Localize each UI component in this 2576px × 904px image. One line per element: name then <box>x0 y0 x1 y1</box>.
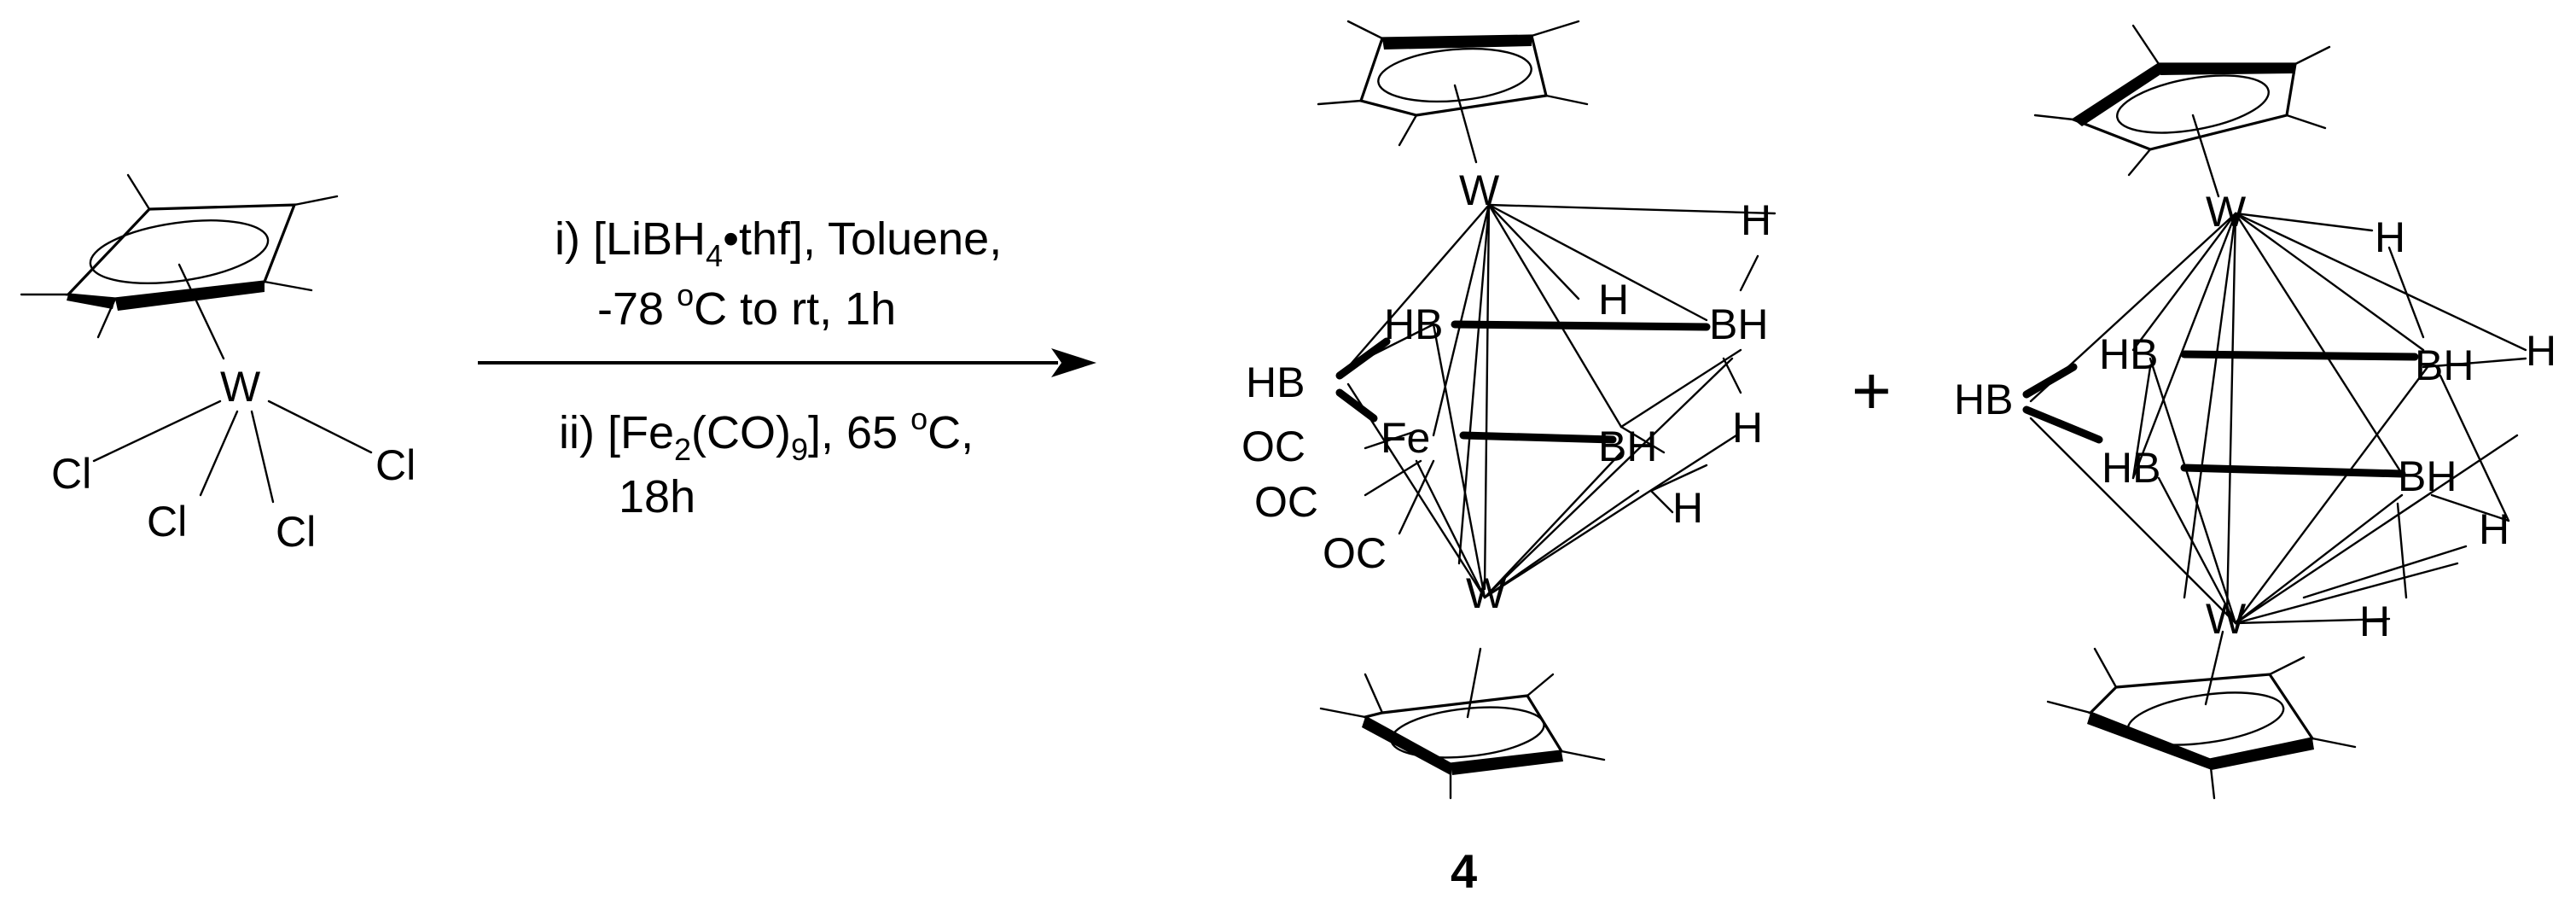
atom-hb: HB <box>1246 359 1305 406</box>
atom-hb: HB <box>2099 330 2158 378</box>
atom-cl: Cl <box>147 498 187 545</box>
atom-bh: BH <box>1598 423 1657 470</box>
product-4-bold-bonds <box>1335 320 1711 444</box>
condition-step-2-time: 18h <box>619 471 695 522</box>
product-2-cluster: W H HB BH H HB HB BH H W H <box>1954 24 2556 800</box>
atom-oc: OC <box>1323 529 1387 577</box>
atom-h: H <box>1732 404 1763 452</box>
atom-h: H <box>2375 213 2405 261</box>
atom-w: W <box>1466 569 1507 617</box>
atom-bh: BH <box>2415 341 2474 389</box>
atom-hb: HB <box>2102 444 2160 492</box>
product-2-cage-bonds <box>2029 212 2527 625</box>
atom-w: W <box>2206 188 2247 236</box>
condition-step-2: ii) [Fe2(CO)9], 65 oC, <box>559 401 974 467</box>
atom-hb: HB <box>1384 300 1443 348</box>
product-4-top-cp-ring <box>1317 20 1589 164</box>
atom-fe: Fe <box>1381 414 1430 462</box>
product-4-cage-bonds <box>1346 203 1776 599</box>
atom-h: H <box>2359 598 2390 645</box>
atom-h: H <box>1672 484 1703 532</box>
condition-step-1: i) [LiBH4•thf], Toluene, <box>555 213 1002 273</box>
atom-h: H <box>2479 505 2509 553</box>
atom-cl: Cl <box>51 450 91 498</box>
product-4-bottom-cp-ring <box>1319 647 1606 800</box>
reactant-cp-ring <box>20 173 339 360</box>
product-2-bold-bonds <box>2022 350 2419 478</box>
product-4-cluster: W H HB H BH HB OC Fe BH H OC H OC W 4 <box>1241 20 1776 898</box>
atom-h: H <box>2526 327 2556 375</box>
condition-step-1-temperature: -78 oC to rt, 1h <box>597 277 896 335</box>
plus-sign: + <box>1852 353 1892 429</box>
product-2-top-cp-ring <box>2033 24 2331 198</box>
compound-number: 4 <box>1451 844 1477 898</box>
product-2-bottom-cp-ring <box>2046 630 2357 800</box>
atom-h: H <box>1598 276 1629 324</box>
atom-hb: HB <box>1954 376 2013 423</box>
atom-w: W <box>1459 166 1500 214</box>
atom-w: W <box>2206 595 2247 643</box>
atom-bh: BH <box>1709 300 1768 348</box>
atom-w: W <box>220 363 261 411</box>
atom-bh: BH <box>2398 452 2457 500</box>
reaction-conditions: i) [LiBH4•thf], Toluene, -78 oC to rt, 1… <box>555 213 1002 522</box>
reaction-arrow <box>478 348 1096 377</box>
atom-cl: Cl <box>276 508 316 556</box>
reactant-cp-star-wcl4: W Cl Cl Cl Cl <box>20 173 416 556</box>
atom-oc: OC <box>1241 423 1305 470</box>
atom-h: H <box>1741 196 1771 244</box>
atom-oc: OC <box>1254 478 1318 526</box>
atom-cl: Cl <box>375 441 416 489</box>
